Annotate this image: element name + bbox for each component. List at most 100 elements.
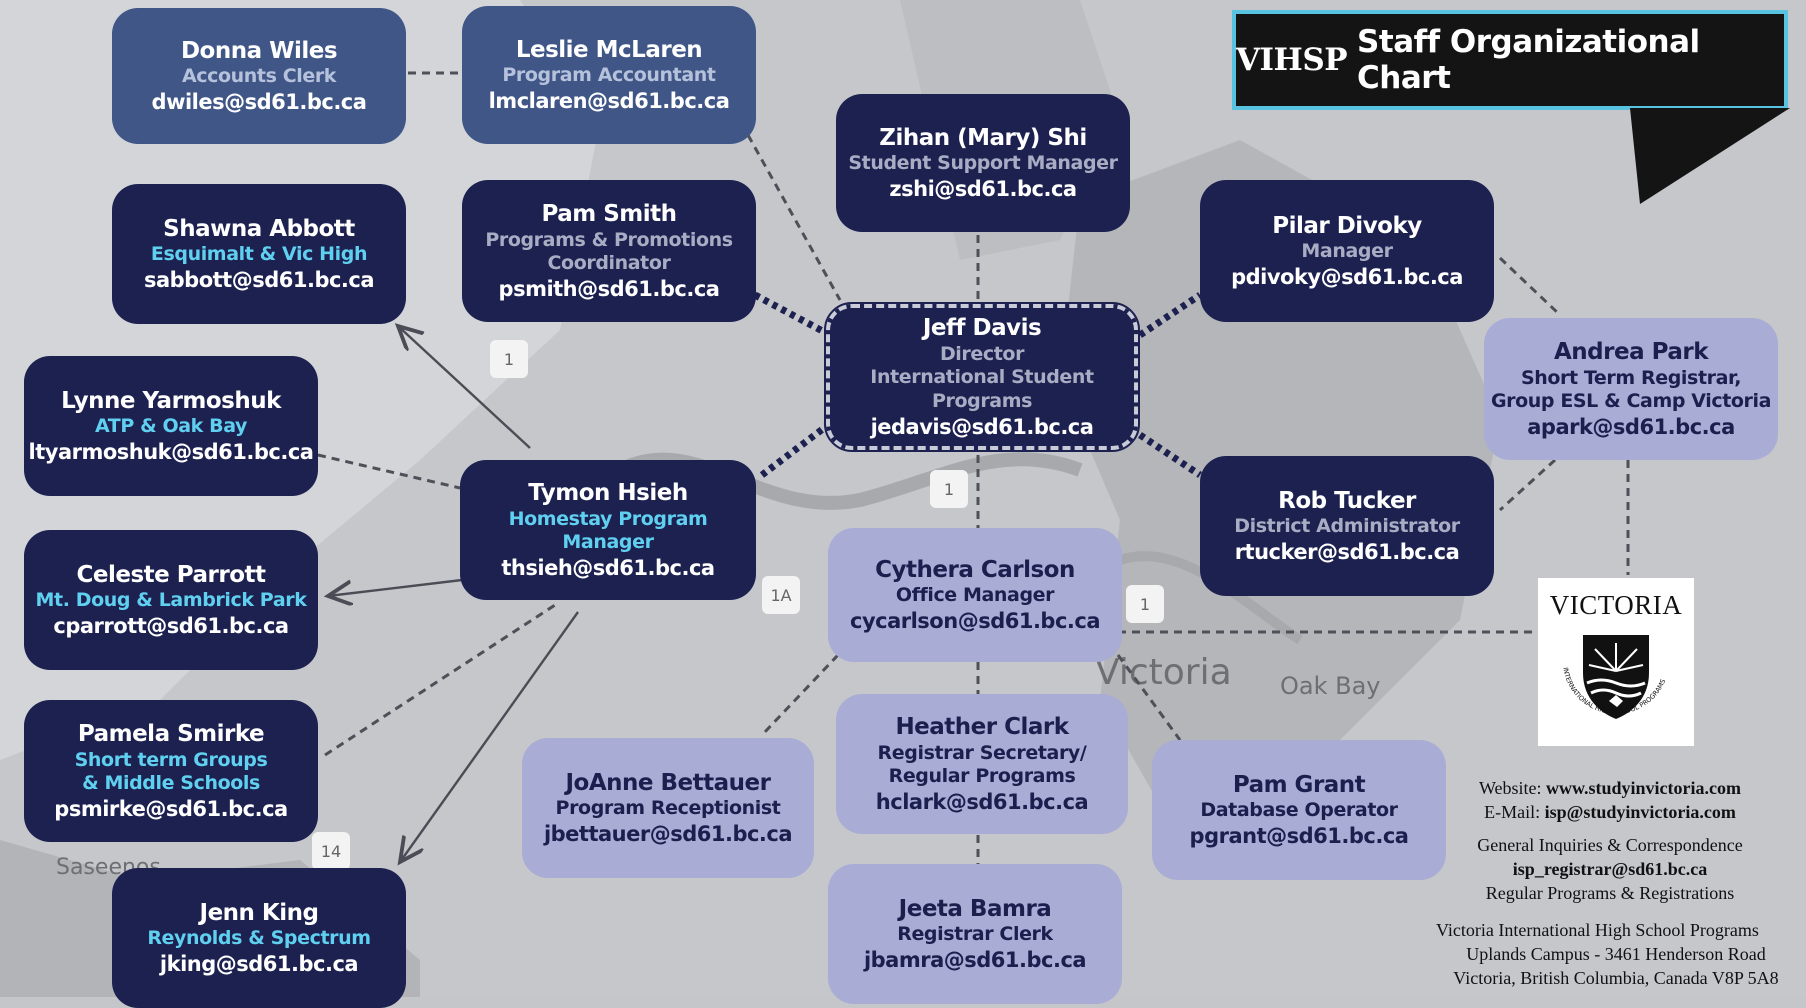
staff-card-shawna-abbott: Shawna Abbott Esquimalt & Vic High sabbo… — [112, 184, 406, 324]
staff-card-pam-smith: Pam Smith Programs & Promotions Coordina… — [462, 180, 756, 322]
website-link[interactable]: www.studyinvictoria.com — [1546, 778, 1742, 798]
staff-card-cythera-carlson: Cythera Carlson Office Manager cycarlson… — [828, 528, 1122, 662]
staff-name: Celeste Parrott — [76, 561, 267, 588]
staff-role-line-1: Programs & Promotions — [485, 228, 733, 251]
contact-inquiries-label: General Inquiries & Correspondence — [1477, 835, 1743, 855]
staff-name: Pilar Divoky — [1272, 212, 1422, 239]
staff-card-leslie-mclaren: Leslie McLaren Program Accountant lmclar… — [462, 6, 756, 144]
highway-shield-1: 1 — [490, 340, 528, 378]
staff-role: Database Operator — [1200, 799, 1398, 822]
logo-wordmark: VICTORIA — [1549, 590, 1683, 620]
staff-name: Shawna Abbott — [163, 215, 355, 242]
staff-email[interactable]: hclark@sd61.bc.ca — [875, 790, 1089, 814]
staff-role-line-2: & Middle Schools — [82, 772, 260, 795]
website-label: Website: — [1478, 778, 1542, 798]
staff-role-line-2: Regular Programs — [888, 765, 1076, 788]
registrar-email-link[interactable]: isp_registrar@sd61.bc.ca — [1512, 859, 1708, 879]
staff-role-line-2: Group ESL & Camp Victoria — [1490, 390, 1772, 413]
staff-email[interactable]: cycarlson@sd61.bc.ca — [850, 609, 1101, 634]
staff-name: Heather Clark — [895, 713, 1069, 740]
contact-regular-label: Regular Programs & Registrations — [1485, 883, 1735, 903]
staff-role-line-1: Short Term Registrar, — [1520, 366, 1742, 389]
contact-website: Website: www.studyinvictoria.com — [1440, 776, 1780, 800]
staff-card-heather-clark: Heather Clark Registrar Secretary/ Regul… — [836, 694, 1128, 834]
staff-role-line-1: Director — [939, 342, 1025, 365]
chart-title: VIHSP Staff Organizational Chart — [1232, 10, 1788, 110]
highway-shield-1-south: 1 — [1126, 585, 1164, 623]
highway-shield-1a: 1A — [762, 576, 800, 614]
staff-name: Lynne Yarmoshuk — [61, 387, 281, 414]
staff-name: JoAnne Bettauer — [565, 769, 771, 796]
staff-email[interactable]: zshi@sd61.bc.ca — [889, 177, 1077, 202]
staff-card-rob-tucker: Rob Tucker District Administrator rtucke… — [1200, 456, 1494, 596]
staff-name: Pamela Smirke — [77, 720, 265, 747]
logo-crest-icon: INTERNATIONAL HIGH SCHOOL PROGRAMS — [1561, 635, 1667, 719]
contact-city: Victoria, British Columbia, Canada V8P 5… — [1453, 968, 1779, 988]
staff-card-jenn-king: Jenn King Reynolds & Spectrum jking@sd61… — [112, 868, 406, 1008]
staff-card-tymon-hsieh: Tymon Hsieh Homestay Program Manager ths… — [460, 460, 756, 600]
staff-card-pilar-divoky: Pilar Divoky Manager pdivoky@sd61.bc.ca — [1200, 180, 1494, 322]
staff-name: Leslie McLaren — [515, 36, 703, 63]
staff-email[interactable]: psmirke@sd61.bc.ca — [54, 797, 288, 821]
staff-name: Jeeta Bamra — [898, 895, 1052, 922]
staff-name: Pam Grant — [1232, 771, 1366, 798]
email-link[interactable]: isp@studyinvictoria.com — [1544, 802, 1736, 822]
staff-email[interactable]: psmith@sd61.bc.ca — [498, 277, 720, 301]
staff-name: Zihan (Mary) Shi — [879, 124, 1087, 151]
highway-shield-1-east: 1 — [930, 470, 968, 508]
contact-email: E-Mail: isp@studyinvictoria.com — [1440, 800, 1780, 824]
staff-email[interactable]: jking@sd61.bc.ca — [159, 952, 359, 977]
staff-role: Manager — [1301, 240, 1393, 263]
staff-role-line-1: Registrar Secretary/ — [877, 741, 1087, 764]
staff-name: Jenn King — [199, 899, 319, 926]
staff-role: Reynolds & Spectrum — [147, 927, 371, 950]
victoria-ihsp-logo: VICTORIA INTERNATIONAL HIGH SCHOOL PROGR… — [1538, 578, 1694, 746]
staff-role: Program Accountant — [502, 64, 716, 87]
staff-card-joanne-bettauer: JoAnne Bettauer Program Receptionist jbe… — [522, 738, 814, 878]
staff-role: Esquimalt & Vic High — [150, 243, 368, 266]
staff-email[interactable]: pgrant@sd61.bc.ca — [1189, 824, 1409, 849]
staff-role: Student Support Manager — [848, 152, 1118, 175]
staff-email[interactable]: jbamra@sd61.bc.ca — [863, 948, 1087, 973]
staff-email[interactable]: pdivoky@sd61.bc.ca — [1231, 265, 1463, 290]
staff-role: Registrar Clerk — [897, 923, 1053, 946]
staff-role: Office Manager — [895, 584, 1055, 607]
staff-email[interactable]: ltyarmoshuk@sd61.bc.ca — [28, 440, 314, 465]
staff-email[interactable]: jbettauer@sd61.bc.ca — [543, 822, 793, 847]
staff-email[interactable]: sabbott@sd61.bc.ca — [143, 268, 375, 293]
staff-card-zihan-shi: Zihan (Mary) Shi Student Support Manager… — [836, 94, 1130, 232]
staff-name: Rob Tucker — [1278, 487, 1416, 514]
staff-role-line-1: Short term Groups — [74, 748, 268, 771]
staff-role: Accounts Clerk — [181, 65, 337, 88]
staff-email[interactable]: lmclaren@sd61.bc.ca — [488, 89, 730, 114]
staff-email[interactable]: cparrott@sd61.bc.ca — [53, 614, 289, 639]
chart-title-text: Staff Organizational Chart — [1357, 24, 1700, 96]
staff-name: Pam Smith — [541, 200, 677, 227]
contact-registrar-email: isp_registrar@sd61.bc.ca — [1440, 857, 1780, 881]
staff-role-line-2: International Student Programs — [870, 366, 1094, 413]
map-label-oak-bay: Oak Bay — [1280, 672, 1381, 700]
staff-name: Donna Wiles — [180, 37, 338, 64]
staff-card-jeeta-bamra: Jeeta Bamra Registrar Clerk jbamra@sd61.… — [828, 864, 1122, 1004]
staff-email[interactable]: dwiles@sd61.bc.ca — [151, 90, 367, 115]
staff-card-lynne-yarmoshuk: Lynne Yarmoshuk ATP & Oak Bay ltyarmoshu… — [24, 356, 318, 496]
staff-role: ATP & Oak Bay — [94, 415, 248, 438]
staff-name: Jeff Davis — [922, 314, 1042, 341]
highway-shield-14: 14 — [312, 832, 350, 870]
staff-role: Mt. Doug & Lambrick Park — [35, 589, 307, 612]
staff-card-celeste-parrott: Celeste Parrott Mt. Doug & Lambrick Park… — [24, 530, 318, 670]
staff-email[interactable]: thsieh@sd61.bc.ca — [501, 556, 715, 580]
chart-title-prefix: VIHSP — [1236, 42, 1348, 78]
staff-role: District Administrator — [1234, 515, 1460, 538]
staff-name: Andrea Park — [1553, 338, 1709, 365]
staff-name: Tymon Hsieh — [528, 479, 688, 506]
staff-role: Program Receptionist — [555, 797, 781, 820]
staff-name: Cythera Carlson — [875, 556, 1075, 583]
staff-card-donna-wiles: Donna Wiles Accounts Clerk dwiles@sd61.b… — [112, 8, 406, 144]
staff-email[interactable]: jedavis@sd61.bc.ca — [870, 414, 1094, 439]
staff-card-pam-grant: Pam Grant Database Operator pgrant@sd61.… — [1152, 740, 1446, 880]
title-callout-pointer — [1630, 108, 1790, 204]
staff-email[interactable]: apark@sd61.bc.ca — [1527, 415, 1735, 439]
staff-card-pamela-smirke: Pamela Smirke Short term Groups & Middle… — [24, 700, 318, 842]
staff-email[interactable]: rtucker@sd61.bc.ca — [1234, 540, 1460, 565]
